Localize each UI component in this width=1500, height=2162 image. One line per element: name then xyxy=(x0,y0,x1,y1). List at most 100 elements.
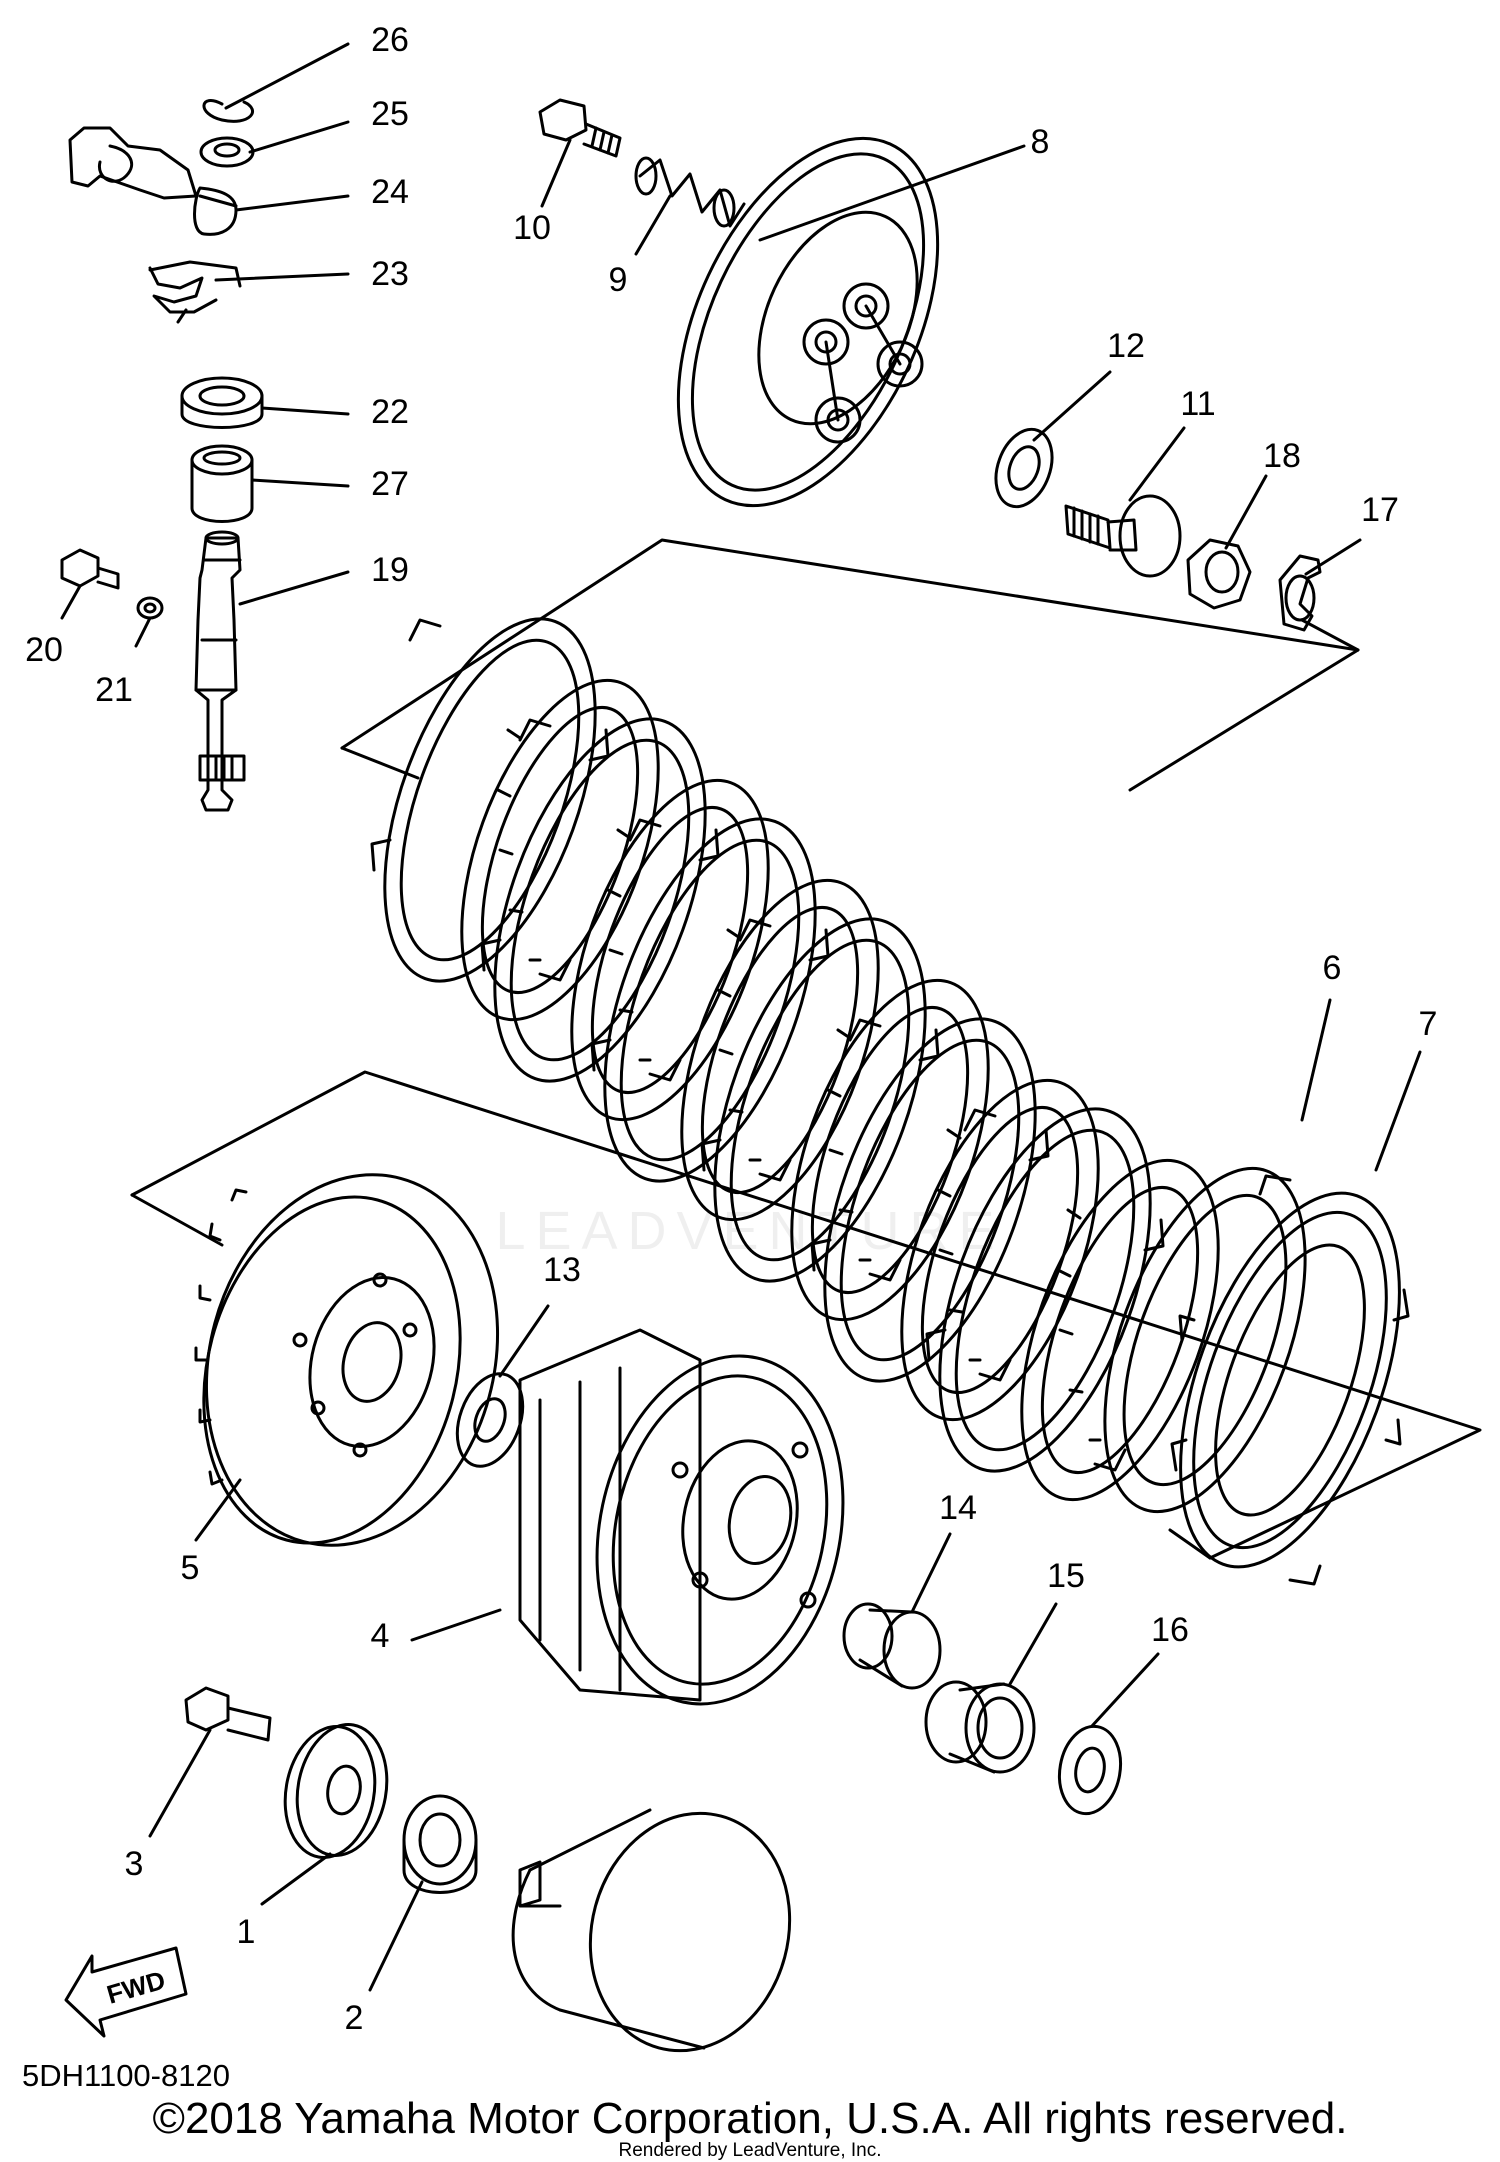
leader-line-13 xyxy=(498,1304,550,1378)
callout-26: 26 xyxy=(371,21,409,59)
callout-8: 8 xyxy=(1030,123,1050,161)
assembly-line-upper-right xyxy=(1300,618,1360,652)
leader-line-15 xyxy=(1008,1602,1058,1686)
gear-part-1 xyxy=(283,1723,389,1859)
leader-line-4 xyxy=(410,1608,502,1642)
leader-line-26 xyxy=(224,42,350,110)
callout-24: 24 xyxy=(371,173,409,211)
leader-line-27 xyxy=(250,478,350,488)
needle-bearing-part-15 xyxy=(924,1680,1036,1774)
callout-21: 21 xyxy=(95,671,133,709)
leader-line-24 xyxy=(234,194,350,212)
leader-line-10 xyxy=(540,138,572,208)
assembly-line-upper xyxy=(340,538,1360,792)
thrust-washer-part-13 xyxy=(455,1372,525,1468)
leader-line-21 xyxy=(134,616,152,648)
leader-line-20 xyxy=(60,584,82,620)
callout-16: 16 xyxy=(1151,1611,1189,1649)
callout-6: 6 xyxy=(1322,949,1342,987)
friction-plate xyxy=(480,717,720,1083)
callout-2: 2 xyxy=(344,1999,364,2037)
callout-3: 3 xyxy=(124,1845,144,1883)
diagram-code: 5DH1100-8120 xyxy=(22,2058,230,2093)
leader-line-18 xyxy=(1224,474,1268,550)
leader-line-2 xyxy=(368,1880,424,1992)
thrust-washer-part-16 xyxy=(1057,1724,1123,1816)
callout-13: 13 xyxy=(543,1251,581,1289)
rendered-by-notice: Rendered by LeadVenture, Inc. xyxy=(618,2140,882,2161)
friction-plate xyxy=(925,1107,1165,1473)
callout-25: 25 xyxy=(371,95,409,133)
leader-line-22 xyxy=(260,406,350,416)
pressure-plate-part-8 xyxy=(676,136,940,508)
callout-17: 17 xyxy=(1361,491,1399,529)
callout-9: 9 xyxy=(608,261,628,299)
callout-19: 19 xyxy=(371,551,409,589)
friction-plate xyxy=(370,617,610,983)
leader-line-8 xyxy=(758,144,1026,242)
push-lever-part-24 xyxy=(68,126,238,236)
assembly-line-lower-right xyxy=(1168,1528,1212,1560)
callout-15: 15 xyxy=(1047,1557,1085,1595)
primary-drive-gear xyxy=(511,1808,792,2053)
watermark-text: LEADVENTURE xyxy=(495,1201,1005,1261)
callout-14: 14 xyxy=(939,1489,977,1527)
circlip-part-26 xyxy=(202,99,254,123)
push-rod-part-11 xyxy=(1064,494,1182,578)
clutch-plate-stack xyxy=(370,617,1220,1502)
callout-1: 1 xyxy=(236,1913,256,1951)
friction-plate xyxy=(810,1017,1050,1383)
nut-part-18 xyxy=(1186,538,1252,610)
assembly-line-lower xyxy=(130,1070,1482,1560)
bolt-part-3 xyxy=(184,1686,272,1742)
clutch-boss-part-4 xyxy=(518,1328,845,1706)
copyright-notice: ©2018 Yamaha Motor Corporation, U.S.A. A… xyxy=(152,2094,1348,2143)
leader-line-3 xyxy=(148,1728,212,1838)
spring-part-9 xyxy=(634,156,746,228)
clutch-housing-part-5 xyxy=(194,1173,500,1547)
callout-4: 4 xyxy=(370,1617,390,1655)
washer-part-21 xyxy=(136,596,164,620)
leader-line-23 xyxy=(214,272,350,282)
callout-22: 22 xyxy=(371,393,409,431)
callout-7: 7 xyxy=(1418,1005,1438,1043)
callout-23: 23 xyxy=(371,255,409,293)
plate-part-6 xyxy=(1103,1166,1307,1514)
leader-line-16 xyxy=(1090,1652,1160,1728)
callout-5: 5 xyxy=(180,1549,200,1587)
oil-seal-part-22 xyxy=(180,376,264,429)
friction-plate xyxy=(590,817,830,1183)
leader-line-6 xyxy=(1300,998,1332,1122)
callout-27: 27 xyxy=(371,465,409,503)
bolt-part-20 xyxy=(60,548,120,590)
washer-part-12 xyxy=(994,427,1054,509)
spring-part-23 xyxy=(148,260,242,324)
leader-line-1 xyxy=(260,1852,332,1906)
bearing-part-27 xyxy=(190,444,254,523)
friction-plate-part-7 xyxy=(1170,1174,1410,1586)
callout-10: 10 xyxy=(513,209,551,247)
callout-11: 11 xyxy=(1180,385,1216,423)
leader-line-5 xyxy=(194,1478,242,1542)
push-lever-shaft-part-19 xyxy=(194,530,246,812)
lock-washer-part-17 xyxy=(1278,554,1322,632)
leader-line-14 xyxy=(910,1532,952,1614)
leader-line-9 xyxy=(634,194,672,256)
friction-plate xyxy=(700,917,940,1283)
fwd-arrow-icon: FWD xyxy=(64,1946,188,2038)
leader-line-12 xyxy=(1032,370,1112,442)
leader-line-7 xyxy=(1374,1050,1422,1172)
leader-line-25 xyxy=(248,120,350,154)
leader-line-17 xyxy=(1304,538,1362,576)
callout-12: 12 xyxy=(1107,327,1145,365)
callout-20: 20 xyxy=(25,631,63,669)
sleeve-part-14 xyxy=(842,1602,942,1690)
leader-line-11 xyxy=(1128,426,1186,502)
plain-plate xyxy=(680,878,880,1222)
bolt-part-10 xyxy=(538,98,622,158)
callout-18: 18 xyxy=(1263,437,1301,475)
collar-part-2 xyxy=(402,1794,478,1894)
washer-part-25 xyxy=(199,136,255,168)
